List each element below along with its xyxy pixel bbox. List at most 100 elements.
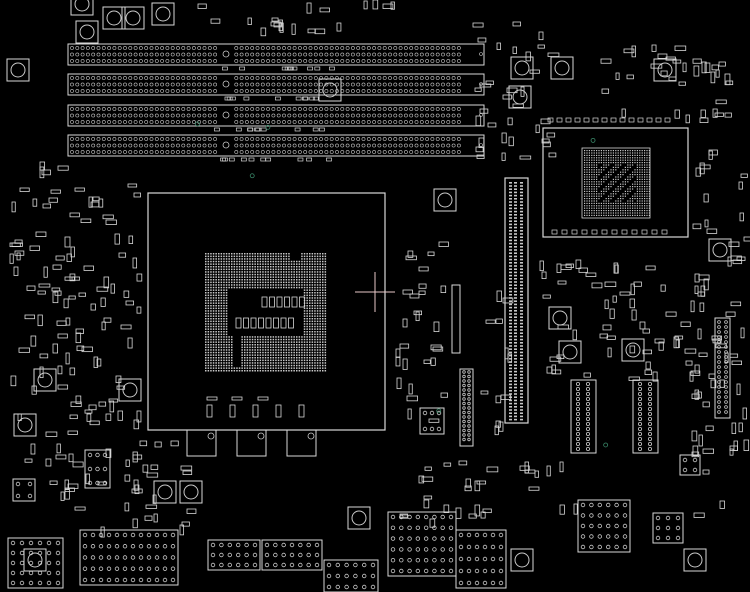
connector-pin xyxy=(130,532,136,538)
smd-part xyxy=(464,485,472,492)
land-pad xyxy=(306,307,308,310)
pcie-pin xyxy=(514,214,517,216)
ball-pad xyxy=(598,159,600,161)
pin-hole xyxy=(409,107,414,111)
land-pad xyxy=(272,351,275,354)
mount-hole xyxy=(479,52,483,56)
land-pad xyxy=(277,273,280,276)
ball-pad xyxy=(641,207,643,209)
land-pad xyxy=(319,284,321,286)
connector-pin xyxy=(407,536,412,541)
connector-pin xyxy=(15,493,21,499)
land-pad xyxy=(249,344,251,346)
land-pad xyxy=(290,271,293,273)
land-pad xyxy=(233,253,236,255)
land-pad xyxy=(311,344,314,346)
pin-hole xyxy=(308,82,313,87)
land-pad xyxy=(309,307,311,310)
pin-hole xyxy=(319,76,324,80)
pin-hole xyxy=(160,143,165,148)
ball-pad xyxy=(634,193,636,195)
connector-pin xyxy=(498,532,504,538)
land-pad xyxy=(215,323,217,325)
pin-hole xyxy=(366,82,371,87)
land-pad xyxy=(280,279,282,281)
land-pad xyxy=(212,273,215,276)
land-pad xyxy=(309,273,311,276)
land-pad xyxy=(306,253,308,255)
ball-pad xyxy=(636,183,638,185)
pin-hole xyxy=(86,137,90,141)
memory-slot-1 xyxy=(67,43,485,71)
ball-pad xyxy=(605,210,607,212)
ball-pad xyxy=(603,152,605,154)
smd-part xyxy=(738,422,743,433)
pin-hole xyxy=(197,76,202,80)
land-pad xyxy=(251,273,254,276)
land-pad xyxy=(259,268,262,271)
pin-hole xyxy=(340,107,345,111)
cap-outline xyxy=(151,2,175,26)
connector-pin xyxy=(146,577,152,583)
land-pad xyxy=(283,336,285,338)
land-pad xyxy=(231,336,233,338)
pin-hole xyxy=(356,46,361,50)
land-pad xyxy=(298,281,301,284)
land-pad xyxy=(277,346,280,349)
pin-hole xyxy=(303,46,308,50)
ball-pad xyxy=(622,174,624,176)
land-pad xyxy=(288,263,290,265)
land-pad xyxy=(228,357,230,359)
pin-hole xyxy=(80,82,85,87)
ball-pad xyxy=(598,214,600,216)
land-pad xyxy=(212,315,215,317)
ball-pad xyxy=(591,202,593,204)
connector-pin xyxy=(606,534,611,539)
smd-part xyxy=(508,136,514,147)
land-pad xyxy=(218,354,220,356)
land-pad xyxy=(283,364,285,367)
ball-pad xyxy=(608,176,610,178)
lan-usb-stack xyxy=(387,511,457,577)
pin-hole xyxy=(239,82,244,87)
pcie-pin xyxy=(514,402,517,405)
pcie-pin xyxy=(514,338,517,341)
land-pad xyxy=(223,307,225,310)
ball-pad xyxy=(646,188,648,190)
land-pad xyxy=(218,323,220,325)
land-pad xyxy=(280,370,282,372)
land-pad xyxy=(254,281,256,284)
land-pad xyxy=(231,271,233,273)
header-pin xyxy=(638,416,643,421)
pin-hole xyxy=(430,89,435,93)
land-pad xyxy=(228,284,230,286)
land-pad xyxy=(264,367,267,369)
ball-pad xyxy=(627,202,629,204)
land-pad xyxy=(210,263,212,265)
land-pad xyxy=(241,346,243,349)
pin-hole xyxy=(70,82,74,87)
header-pin xyxy=(586,446,591,451)
land-pad xyxy=(259,255,262,258)
ball-pad xyxy=(584,207,586,209)
land-pad xyxy=(210,320,212,323)
land-pad xyxy=(303,271,306,273)
pin-hole xyxy=(350,76,355,80)
land-pad xyxy=(322,370,324,372)
ball-pad xyxy=(600,181,602,183)
ball-pad xyxy=(622,210,624,212)
land-pad xyxy=(223,364,225,367)
land-pad xyxy=(228,281,230,284)
connector-pin xyxy=(162,532,168,538)
land-pad xyxy=(301,344,303,346)
ball-pad xyxy=(591,162,593,164)
pcie-pin xyxy=(520,204,523,206)
pin-hole xyxy=(350,107,355,111)
ball-pad xyxy=(605,176,607,178)
pin-hole xyxy=(101,89,106,93)
ball-pad xyxy=(591,183,593,185)
land-pad xyxy=(207,370,210,372)
land-pad xyxy=(306,258,308,260)
land-pad xyxy=(309,302,311,304)
